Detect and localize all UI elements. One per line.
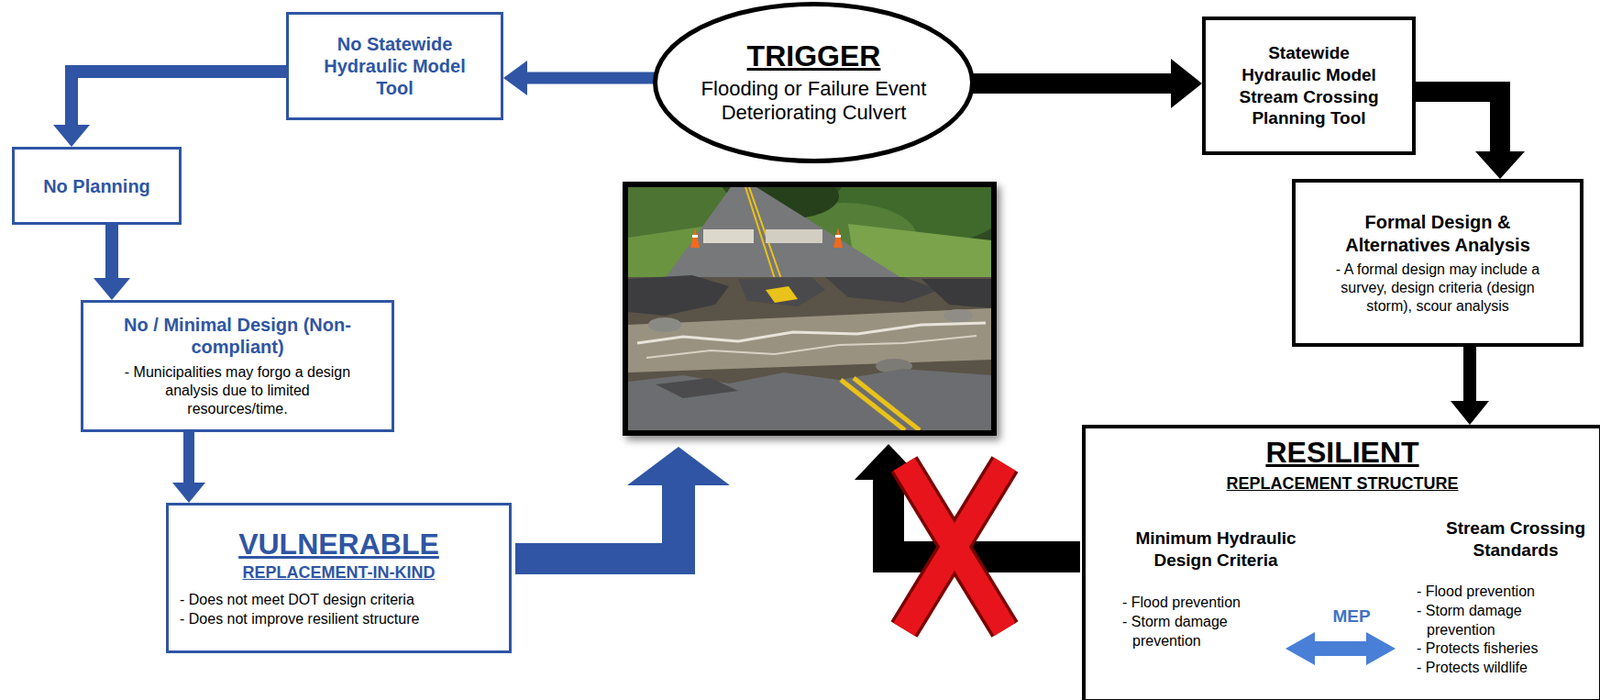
arrow-shaft [183, 431, 195, 484]
status-subheading: REPLACEMENT STRUCTURE [1085, 473, 1600, 495]
failure-arrow [515, 446, 730, 574]
bullet-text: - Flood prevention [1416, 582, 1587, 602]
flow-arrow [53, 71, 287, 147]
arrow-head [172, 482, 206, 503]
flow-arrow [503, 60, 655, 96]
box-body: - A formal design may include a survey, … [1318, 260, 1557, 316]
double-arrow [1285, 631, 1396, 665]
bullet-text: - Does not improve resilient structure [179, 609, 498, 629]
arrow-shaft [972, 73, 1172, 94]
ellipse-shape [655, 4, 973, 162]
flow-arrow [93, 224, 131, 300]
status-subheading: REPLACEMENT-IN-KIND [242, 562, 436, 584]
red-x-mark [904, 463, 1005, 629]
bullet-text: - Does not meet DOT design criteria [179, 590, 498, 610]
box-label: Statewide Hydraulic Model Stream Crossin… [1228, 42, 1390, 130]
text-column: Minimum Hydraulic Design Criteria [1105, 527, 1326, 572]
arrow-head [1475, 151, 1525, 179]
arrow-shaft [1463, 346, 1477, 402]
flow-arrow [172, 431, 206, 503]
process-box: VULNERABLEREPLACEMENT-IN-KIND - Does not … [165, 502, 512, 653]
text-column: MEP [1314, 606, 1389, 627]
text-column: - Flood prevention- Storm damage prevent… [1416, 582, 1587, 678]
process-box: No Planning [11, 146, 182, 225]
road-washout-illustration [628, 187, 992, 431]
trigger-text: Flooding or Failure Event Deteriorating … [676, 77, 952, 126]
bullet-text: - Flood prevention [1122, 593, 1269, 613]
flow-arrow [1415, 91, 1525, 179]
trigger-heading: TRIGGER [747, 39, 882, 74]
box-heading: Formal Design & Alternatives Analysis [1318, 210, 1557, 257]
text-column: Stream Crossing Standards [1432, 517, 1600, 562]
process-box: No / Minimal Design (Non-compliant) - Mun… [80, 299, 395, 432]
arrow-shaft [105, 224, 119, 279]
status-heading: RESILIENT [1085, 435, 1600, 470]
box-heading: No / Minimal Design (Non-compliant) [99, 313, 376, 358]
flow-arrow [1450, 346, 1490, 425]
arrow-shaft [1415, 91, 1501, 153]
box-body: - Municipalities may forgo a design anal… [113, 363, 362, 419]
column-heading: Minimum Hydraulic Design Criteria [1105, 527, 1326, 572]
bullet-text: - Storm damage prevention [1122, 612, 1269, 652]
text-column: - Flood prevention- Storm damage prevent… [1122, 593, 1269, 651]
flow-arrow [972, 58, 1203, 109]
box-label: No Planning [43, 175, 151, 198]
status-heading: VULNERABLE [238, 527, 440, 562]
process-box: Formal Design & Alternatives Analysis- A… [1291, 178, 1584, 347]
text-column: RESILIENT REPLACEMENT STRUCTURE [1085, 435, 1600, 494]
bullet-text: - Protects wildlife [1416, 658, 1587, 678]
bullet-text: - Protects fisheries [1416, 639, 1587, 659]
process-box: Statewide Hydraulic Model Stream Crossin… [1202, 16, 1416, 155]
bullet-text: - Storm damage prevention [1416, 601, 1587, 640]
arrow-head [93, 277, 131, 300]
mep-label: MEP [1314, 606, 1389, 627]
trigger-ellipse: TRIGGERFlooding or Failure Event Deterio… [652, 1, 975, 164]
arrow-head [1450, 400, 1490, 425]
photo-scene [628, 187, 992, 431]
result-box: RESILIENT REPLACEMENT STRUCTURE Minimum Hy… [1081, 424, 1600, 700]
column-heading: Stream Crossing Standards [1432, 517, 1600, 562]
process-box: No Statewide Hydraulic Model Tool [286, 11, 504, 121]
washout-photo [622, 181, 997, 436]
arrow-head [503, 60, 528, 96]
arrow-head [1170, 58, 1203, 109]
arrow-shaft [71, 71, 287, 126]
arrow-head [53, 124, 90, 147]
box-label: No Statewide Hydraulic Model Tool [308, 33, 483, 100]
arrow-shaft [526, 72, 655, 85]
